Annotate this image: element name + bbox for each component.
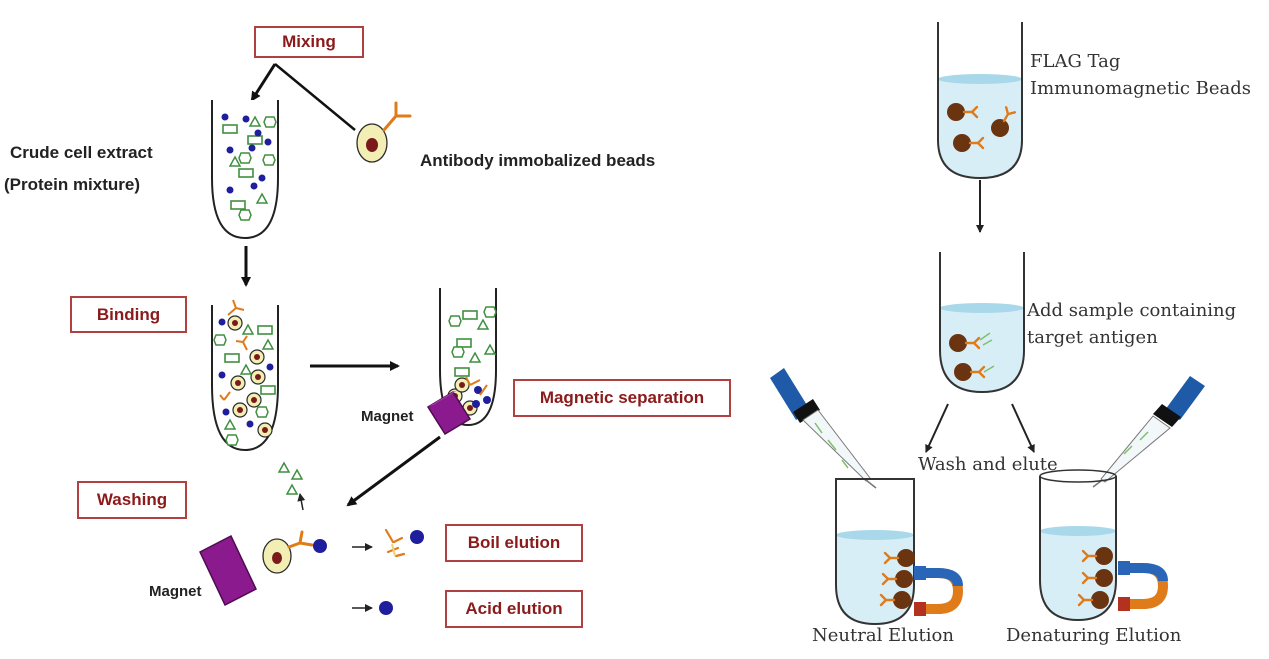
mixing-arrows (250, 63, 356, 131)
magnet-icon-bottom (199, 534, 257, 607)
arrow-to-washing (346, 435, 441, 507)
dropper-left-icon (770, 368, 877, 489)
binding-tube (211, 299, 279, 452)
immunomagnetic-beads-label: Immunomagnetic Beads (1030, 78, 1252, 99)
neutral-elution-tube (835, 478, 917, 626)
antibody-bead-icon (356, 101, 412, 163)
step-label-mixing: Mixing (254, 26, 364, 58)
magnet-label-top: Magnet (361, 408, 414, 425)
denaturing-elution-label: Denaturing Elution (1006, 625, 1182, 646)
dropper-right-icon (1092, 376, 1205, 488)
acid-elution-result (352, 601, 393, 615)
protein-mixture-label: (Protein mixture) (4, 175, 141, 194)
magnet-icon-top (426, 390, 472, 436)
flag-tag-label: FLAG Tag (1030, 51, 1121, 72)
add-sample-label: Add sample containing (1027, 300, 1237, 321)
target-antigen-label: target antigen (1027, 327, 1158, 348)
step-label-binding: Binding (70, 296, 187, 333)
horseshoe-magnet-left-icon (914, 566, 964, 616)
magnet-label-bottom: Magnet (149, 583, 202, 600)
crude-extract-label: Crude cell extract (10, 143, 153, 162)
crude-extract-tube (211, 100, 279, 240)
step-label-boil-elution: Boil elution (445, 524, 583, 562)
sample-tube (939, 252, 1025, 394)
washing-bead-complex (262, 530, 327, 574)
neutral-elution-label: Neutral Elution (812, 625, 954, 646)
wash-elute-label: Wash and elute (918, 454, 1058, 475)
antibody-beads-label: Antibody immobalized beads (420, 151, 656, 170)
step-label-washing: Washing (77, 481, 187, 519)
split-arrows (925, 403, 1035, 453)
magnetic-separation-tube (439, 288, 497, 427)
denaturing-elution-tube (1039, 469, 1117, 622)
horseshoe-magnet-right-icon (1118, 561, 1169, 611)
boil-elution-result (352, 528, 424, 558)
step-label-magnetic-separation: Magnetic separation (513, 379, 731, 417)
flag-beads-tube (937, 22, 1023, 180)
step-label-acid-elution: Acid elution (445, 590, 583, 628)
washed-proteins (278, 462, 306, 511)
